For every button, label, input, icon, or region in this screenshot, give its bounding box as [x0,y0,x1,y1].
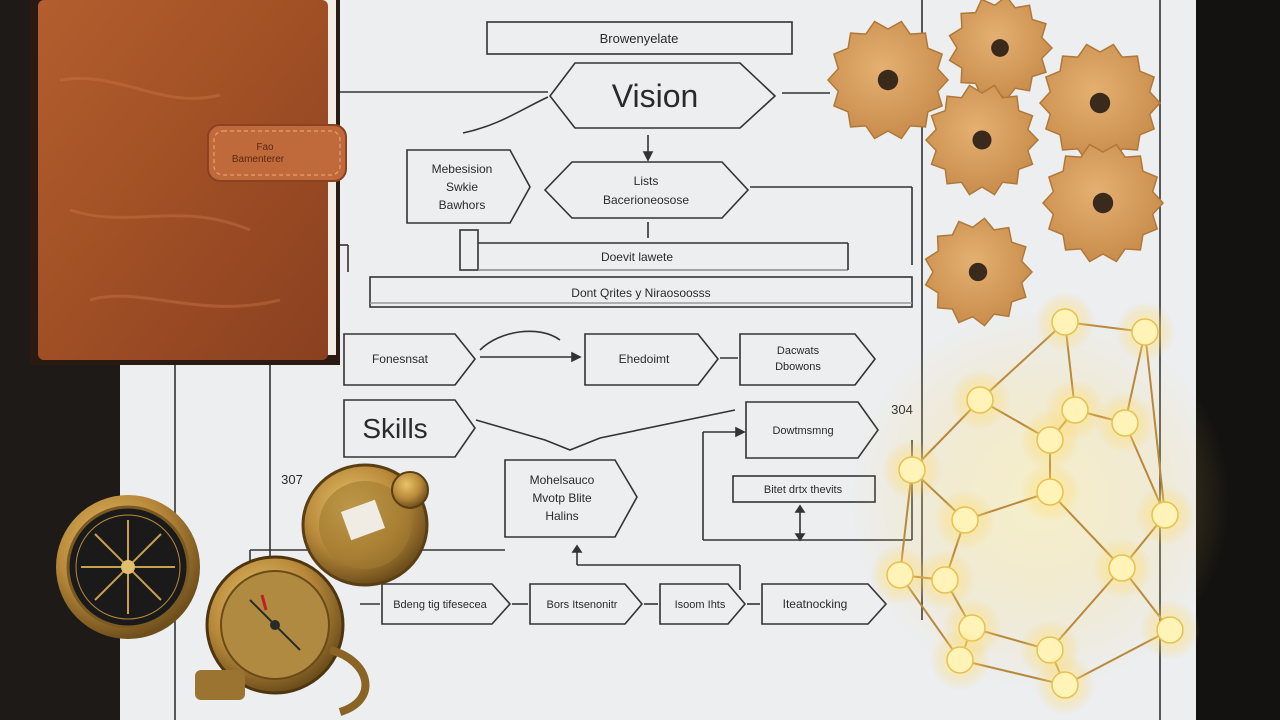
leather-notebook: Fao Bamenterer [30,0,347,365]
small-bar-label: Bitet drtx thevits [764,484,843,496]
gear-cookies [826,0,1165,327]
left-box-line-2: Swkie [446,180,478,194]
compass-small [56,495,200,639]
notebook-strap [207,124,347,182]
left-box [406,149,531,224]
center-box [504,459,638,538]
center-box-line-1: Mohelsauco [530,473,595,487]
diagram-text: Browenyelate Vision Mebesision Swkie Baw… [281,31,913,611]
light-bulb [1051,308,1079,336]
light-bulb [1036,478,1064,506]
diagram [174,0,1161,720]
header-label: Browenyelate [600,31,679,46]
light-bulb [1036,426,1064,454]
wire-strut [1144,331,1166,516]
light-structure [850,292,1230,715]
cookie-hole [877,69,899,91]
center-hex-line-1: Lists [634,174,659,188]
box-dacwats [739,333,877,386]
vision-hexagon [548,62,777,129]
cookie-hole [991,39,1009,57]
center-box-line-3: Halins [545,509,578,523]
wide-bar [369,276,913,308]
light-bulb [1111,409,1139,437]
bottom-label-3: Isoom Ihts [675,599,726,611]
row1-label-4: Dbowons [775,361,821,373]
box-ehedoimt [584,333,720,386]
center-box-line-2: Mvotp Blite [532,491,592,505]
cookie-hole [968,262,988,282]
light-bulb [1156,616,1184,644]
light-bulb [966,386,994,414]
box-bottom-4 [761,583,888,625]
bottom-label-4: Iteatnocking [783,597,848,611]
light-bulb [886,561,914,589]
bar1-label: Doevit lawete [601,250,673,264]
light-bulb [1051,671,1079,699]
vision-label: Vision [612,78,699,114]
header-box [486,21,793,55]
center-hexagon [543,161,750,219]
cookie-hole [1092,192,1114,214]
skills-label: Skills [362,413,427,444]
notebook-tag-line-2: Bamenterer [232,154,285,165]
left-box-line-1: Mebesision [432,162,493,176]
box-bottom-1 [381,583,512,625]
number-left: 307 [281,472,303,487]
box-fonesnsat [343,333,477,386]
box-bottom-2 [529,583,644,625]
notebook-tag-line-1: Fao [256,142,274,153]
light-bulb [951,506,979,534]
row1-label-2: Ehedoimt [619,352,670,366]
box-bottom-3 [659,583,747,625]
bottom-label-1: Bdeng tig tifesecea [393,599,487,611]
center-hex-line-2: Bacerioneosose [603,193,689,207]
bar2-label: Dont Qrites y Niraosoosss [571,286,710,300]
row1-label-1: Fonesnsat [372,352,429,366]
row1-label-3: Dacwats [777,345,820,357]
skills-box [343,399,476,458]
light-bulb [946,646,974,674]
bottom-label-2: Bors Itsenonitr [547,599,618,611]
light-bulb [1108,554,1136,582]
left-box-line-3: Bawhors [439,198,486,212]
right-mid-label: Dowtmsmng [772,425,833,437]
cookie-hole [1089,92,1111,114]
light-bulb [1131,318,1159,346]
light-bulb [1151,501,1179,529]
cookie-hole [972,130,992,150]
light-bulb [898,456,926,484]
compass-large [195,463,429,716]
light-bulb [931,566,959,594]
